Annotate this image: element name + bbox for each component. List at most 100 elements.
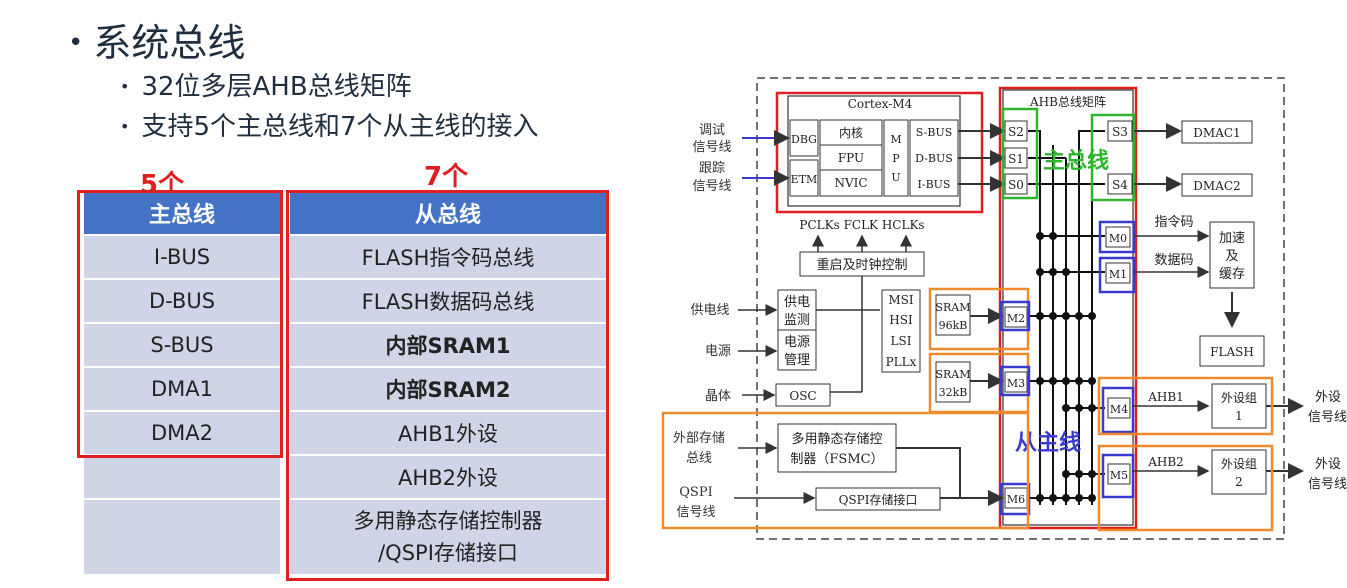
ahb2-highlight: [1097, 444, 1274, 532]
master-highlight-box: [77, 190, 283, 458]
m-port-highlights: [999, 220, 1136, 516]
ext-mem-label: 外部存储: [673, 431, 725, 446]
slave-port-label: S3: [1112, 125, 1128, 139]
signal-label: 跟踪: [699, 161, 725, 176]
dbg-label: DBG: [791, 133, 817, 146]
slave-port-box: [1004, 120, 1028, 142]
table-cell-line: /QSPI存储接口: [378, 541, 518, 565]
slave-port-box: [1004, 147, 1028, 169]
table-cell: FLASH指令码总线: [290, 234, 606, 279]
fsmc-qspi-highlight: [661, 411, 1030, 530]
power-label: 电源: [784, 335, 810, 350]
osc-list-item: PLLx: [886, 355, 917, 369]
etm-box: [789, 159, 819, 197]
accel-label: 加速: [1219, 231, 1245, 246]
table-cell: [84, 498, 280, 574]
m-port-label: M0: [1109, 232, 1127, 245]
core-cell: 内核: [839, 126, 863, 140]
dmac-box: [1181, 173, 1253, 197]
dmac-box: [1181, 120, 1253, 144]
slave-port-label: S4: [1112, 178, 1128, 192]
sram1-label: SRAM: [935, 301, 970, 314]
ahb2-label: AHB2: [1147, 455, 1184, 469]
sram2-label: 32kB: [939, 386, 968, 399]
m-port-label: M4: [1110, 403, 1128, 416]
m-port-label: M6: [1007, 493, 1025, 506]
table-cell: 内部SRAM1: [290, 322, 606, 367]
qspi-in-label: QSPI: [679, 485, 712, 500]
flash-line-label: 数据码: [1154, 253, 1193, 268]
bullet-1: •32位多层AHB总线矩阵: [120, 72, 412, 102]
dmac-label: DMAC1: [1193, 126, 1240, 140]
mpu-letter: U: [891, 171, 900, 184]
etm-label: ETM: [791, 173, 818, 186]
supply-label: 供电: [784, 295, 810, 310]
mpu-letter: M: [890, 133, 901, 146]
power-box: [777, 329, 817, 371]
core-bus-label: D-BUS: [915, 152, 953, 165]
table-cell: D-BUS: [84, 278, 280, 323]
osc-box: [775, 383, 831, 407]
slave-port-box: [1107, 173, 1133, 195]
ext-mem-label: 总线: [686, 451, 712, 466]
periph1-label: 1: [1235, 409, 1243, 423]
m-port-label: M2: [1007, 312, 1025, 325]
periph-out-label: 外设: [1315, 390, 1341, 405]
osc-list-item: MSI: [888, 293, 914, 307]
table-cell: 内部SRAM2: [290, 366, 606, 411]
accel-label: 缓存: [1219, 267, 1245, 282]
ahb1-label: AHB1: [1147, 390, 1184, 404]
periph-out-label: 外设: [1315, 457, 1341, 472]
bullet-dot: •: [120, 77, 130, 96]
m-port-label: M3: [1007, 377, 1025, 390]
core-bus-label: S-BUS: [916, 126, 953, 139]
slave-port-label: S1: [1008, 152, 1024, 166]
m-port-label: M1: [1109, 268, 1127, 281]
input-label: 电源: [705, 344, 731, 359]
master-port-highlight: [1090, 113, 1136, 202]
periph-out-label: 信号线: [1308, 477, 1347, 492]
ahb1-highlight: [1097, 376, 1274, 436]
clock-ctrl-label: 重启及时钟控制: [816, 257, 907, 273]
m-port-label: M5: [1110, 469, 1128, 482]
flash-label: FLASH: [1210, 345, 1254, 359]
core-cell: FPU: [838, 151, 864, 165]
slave-bus-overlay: 从主线: [1015, 430, 1081, 456]
sram2-label: SRAM: [935, 368, 970, 381]
m-port-group: [1004, 226, 1131, 509]
dmac-label: DMAC2: [1193, 179, 1240, 193]
flash-box: [1199, 335, 1265, 367]
master-port-highlight: [1001, 107, 1039, 200]
slave-port-box: [1107, 120, 1133, 142]
mpu-box: [883, 119, 909, 197]
master-bus-table: 主总线 I-BUS D-BUS S-BUS DMA1 DMA2: [84, 192, 280, 574]
signal-label: 信号线: [692, 179, 731, 194]
table-cell: FLASH数据码总线: [290, 278, 606, 323]
master-bus-overlay: 主总线: [1043, 148, 1109, 174]
accel-box: [1209, 221, 1255, 289]
slide-heading: •系统总线: [68, 21, 246, 65]
signal-label: 信号线: [692, 140, 731, 155]
table-cell: AHB1外设: [290, 410, 606, 455]
mpu-letter: P: [892, 152, 900, 165]
bullet-dot: •: [120, 117, 130, 136]
slave-count-label: 7个: [424, 162, 469, 192]
cortex-block: [787, 95, 961, 207]
table-cell: DMA2: [84, 410, 280, 455]
table-cell: [84, 454, 280, 499]
slave-highlight-box: [286, 190, 609, 581]
periph1-label: 外设组: [1221, 391, 1257, 405]
table-cell: DMA1: [84, 366, 280, 411]
input-label: 晶体: [705, 389, 731, 404]
table-cell: I-BUS: [84, 234, 280, 279]
matrix-title: AHB总线矩阵: [1029, 95, 1106, 109]
clock-row: PCLKs FCLK HCLKs: [799, 218, 924, 232]
core-cells: [819, 119, 883, 197]
master-table-header: 主总线: [84, 192, 280, 236]
signal-label: 调试: [699, 123, 725, 138]
slave-port-label: S2: [1008, 125, 1024, 139]
periph2-label: 外设组: [1221, 457, 1257, 471]
slave-port-box: [1004, 173, 1028, 195]
sram1-label: 96kB: [939, 319, 968, 332]
